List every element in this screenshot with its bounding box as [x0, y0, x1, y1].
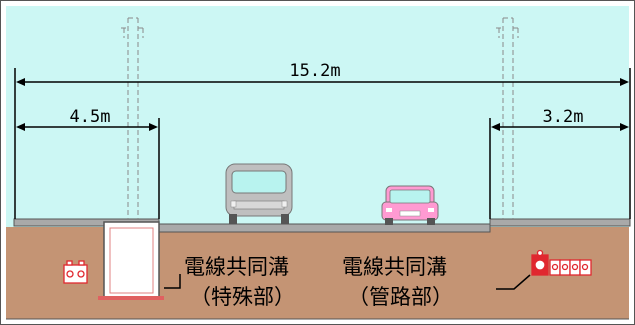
utility-pole-right — [496, 17, 519, 219]
right-sidewalk — [489, 218, 631, 227]
dimension-right-label: 3.2m — [543, 107, 584, 127]
utility-pole-left — [121, 17, 144, 219]
conduit-label-1: 電線共同溝 — [184, 255, 289, 279]
dimension-total-label: 15.2m — [289, 61, 340, 81]
dimension-left — [16, 118, 160, 219]
dimension-left-label: 4.5m — [70, 107, 111, 127]
conduit-label-2: 電線共同溝 — [342, 255, 447, 279]
conduit-bundle-right-icon — [531, 249, 592, 276]
leader-line-left — [164, 274, 181, 289]
conduit-label-1-type: （特殊部） — [190, 285, 295, 309]
dimension-right — [489, 118, 629, 219]
bus-icon — [225, 163, 293, 224]
car-icon — [381, 185, 439, 225]
roadway — [158, 223, 491, 233]
leader-line-right — [496, 274, 531, 290]
special-section-box — [98, 221, 164, 300]
conduit-bundle-left-icon — [63, 260, 88, 284]
dimension-total — [14, 68, 631, 219]
conduit-label-2-type: （管路部） — [348, 285, 453, 309]
sky — [6, 6, 629, 228]
